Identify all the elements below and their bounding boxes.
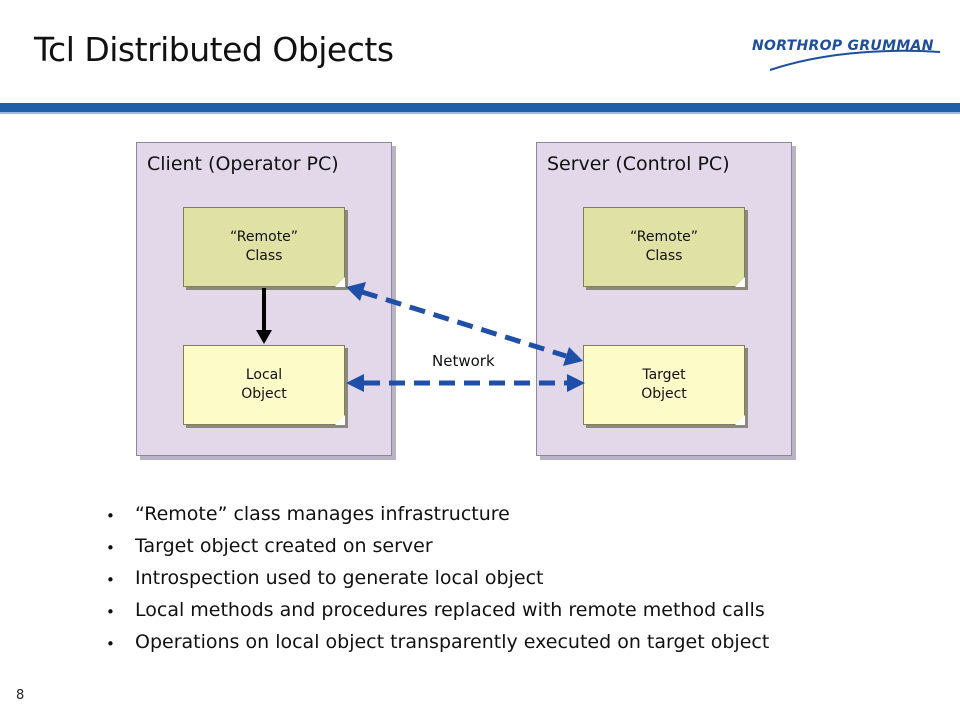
client-panel-title: Client (Operator PC): [147, 153, 339, 175]
bullet-list: • “Remote” class manages infrastructure •…: [106, 503, 769, 663]
header-rule-accent: [0, 112, 960, 114]
server-remote-class-card: “Remote” Class: [583, 207, 745, 287]
server-panel-title: Server (Control PC): [547, 153, 730, 175]
bullet-item: • Target object created on server: [106, 535, 769, 567]
network-label: Network: [432, 352, 495, 370]
bullet-text: Local methods and procedures replaced wi…: [135, 599, 765, 621]
client-panel: Client (Operator PC) “Remote” Class Loca…: [136, 142, 392, 456]
bullet-text: Operations on local object transparently…: [135, 631, 770, 653]
server-panel: Server (Control PC) “Remote” Class Targe…: [536, 142, 792, 456]
bullet-text: “Remote” class manages infrastructure: [135, 503, 510, 525]
bullet-item: • “Remote” class manages infrastructure: [106, 503, 769, 535]
bullet-dot: •: [106, 507, 115, 525]
header-rule: [0, 103, 960, 112]
client-remote-class-card: “Remote” Class: [183, 207, 345, 287]
bullet-text: Introspection used to generate local obj…: [135, 567, 544, 589]
page-number: 8: [16, 688, 25, 703]
slide-title: Tcl Distributed Objects: [34, 30, 394, 69]
target-object-card: Target Object: [583, 345, 745, 425]
logo-swoosh: [769, 49, 941, 71]
bullet-dot: •: [106, 571, 115, 589]
bullet-dot: •: [106, 635, 115, 653]
bullet-text: Target object created on server: [135, 535, 433, 557]
bullet-dot: •: [106, 603, 115, 621]
bullet-item: • Operations on local object transparentl…: [106, 631, 769, 663]
bullet-item: • Introspection used to generate local ob…: [106, 567, 769, 599]
northrop-grumman-logo: NORTHROP GRUMMAN: [752, 38, 941, 71]
bullet-dot: •: [106, 539, 115, 557]
local-object-card: Local Object: [183, 345, 345, 425]
bullet-item: • Local methods and procedures replaced w…: [106, 599, 769, 631]
